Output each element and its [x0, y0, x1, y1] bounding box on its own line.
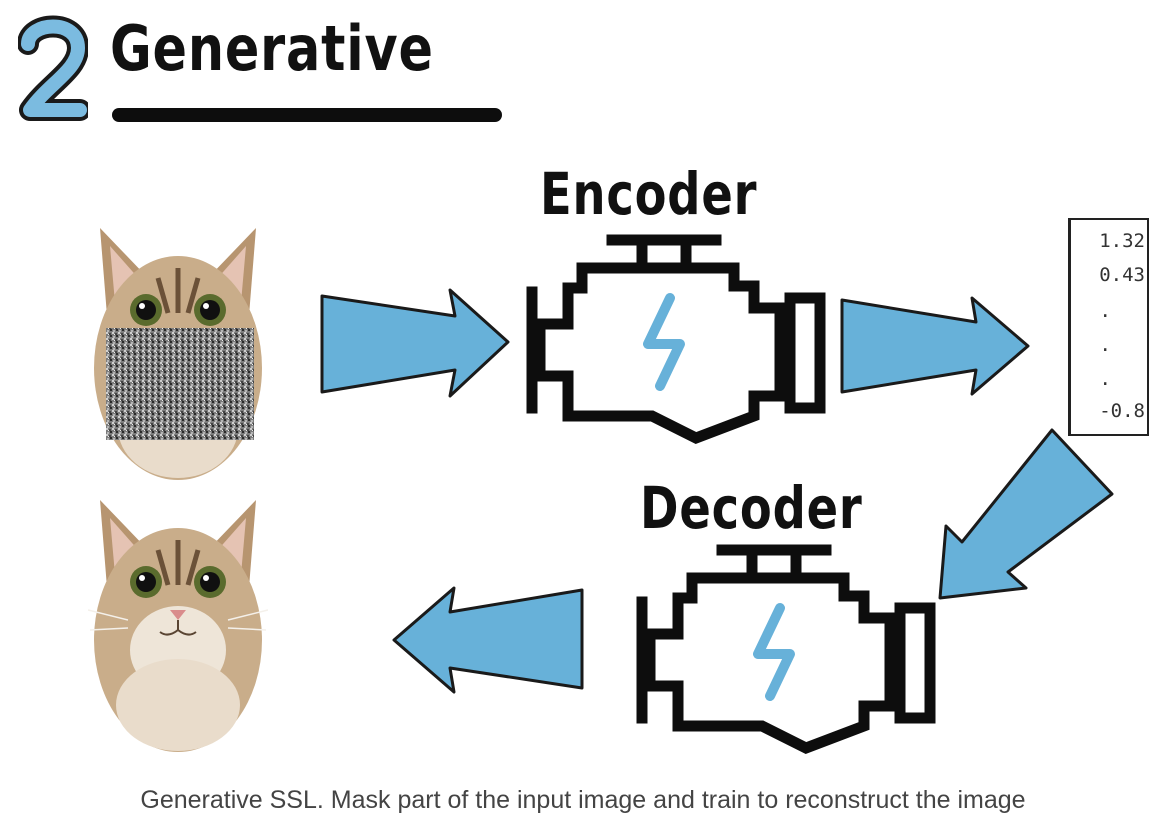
vector-value: 0.43 [1099, 264, 1145, 286]
vector-ellipsis: . [1099, 300, 1111, 322]
encoder-label: Encoder [540, 160, 758, 228]
figure-caption: Generative SSL. Mask part of the input i… [140, 786, 1026, 814]
diagram-title: Generative [110, 12, 434, 85]
arrow-vector-to-decoder [938, 428, 1114, 600]
arrow-encoder-to-vector [840, 296, 1030, 396]
decoder-engine-icon [636, 544, 936, 754]
arrow-input-to-encoder [320, 288, 510, 398]
decoder-label: Decoder [640, 474, 863, 542]
vector-value: -0.8 [1099, 400, 1145, 422]
arrow-decoder-to-output [392, 586, 584, 694]
vector-ellipsis: . [1099, 334, 1111, 356]
section-number: 2 [18, 15, 88, 121]
noise-mask [106, 328, 254, 440]
input-image [94, 228, 262, 480]
title-underline [112, 108, 502, 122]
latent-vector: 1.32 0.43 . . . -0.8 [1068, 218, 1149, 436]
output-image [88, 500, 268, 752]
vector-value: 1.32 [1099, 230, 1145, 252]
encoder-engine-icon [526, 234, 826, 444]
vector-ellipsis: . [1099, 368, 1111, 390]
